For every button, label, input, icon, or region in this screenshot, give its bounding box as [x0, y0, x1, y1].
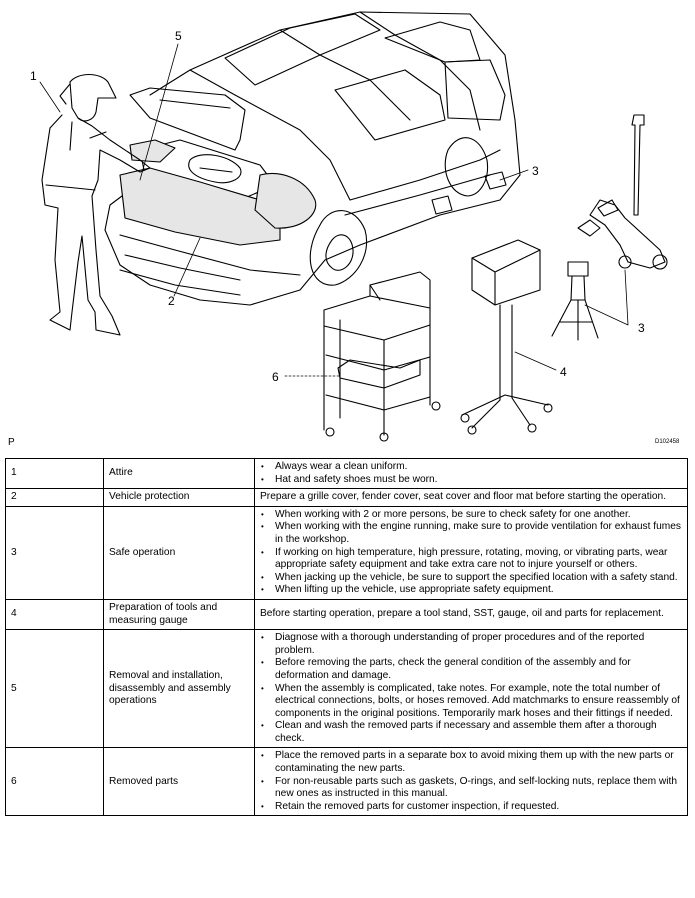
row-description: Diagnose with a thorough understanding o…: [254, 629, 688, 749]
callout-6: 6: [272, 370, 279, 384]
list-item: Before removing the parts, check the gen…: [261, 657, 682, 682]
row-description: Prepare a grille cover, fender cover, se…: [254, 488, 688, 507]
row-number: 6: [5, 747, 104, 817]
list-item: When the assembly is complicated, take n…: [261, 683, 682, 721]
callout-5: 5: [175, 29, 182, 43]
list-item: When lifting up the vehicle, use appropr…: [261, 584, 682, 597]
callout-3-jack: 3: [638, 321, 645, 335]
callout-3-chocks: 3: [532, 164, 539, 178]
safety-stand-drawing: [551, 261, 599, 341]
list-item: Clean and wash the removed parts if nece…: [261, 720, 682, 745]
figure-letter: P: [8, 437, 15, 448]
bullet-list: When working with 2 or more persons, be …: [260, 509, 682, 597]
row-topic: Vehicle protection: [103, 488, 255, 507]
list-item: If working on high temperature, high pre…: [261, 547, 682, 572]
callout-1: 1: [30, 69, 37, 83]
workshop-illustration: 1 2 3 3 4 5 6: [30, 11, 668, 442]
row-description: Always wear a clean uniform.Hat and safe…: [254, 457, 688, 490]
callout-2: 2: [168, 294, 175, 308]
row-number: 2: [5, 488, 104, 507]
row-description: Before starting operation, prepare a too…: [254, 598, 688, 631]
list-item: Place the removed parts in a separate bo…: [261, 750, 682, 775]
gauge-stand-drawing: [460, 239, 553, 435]
bullet-list: Place the removed parts in a separate bo…: [260, 750, 682, 813]
vehicle-drawing: [104, 11, 521, 306]
mechanic-drawing: [41, 73, 151, 336]
row-topic: Safe operation: [103, 505, 255, 600]
row-number: 5: [5, 629, 104, 749]
row-topic: Removed parts: [103, 747, 255, 817]
list-item: Hat and safety shoes must be worn.: [261, 474, 682, 487]
list-item: When working with the engine running, ma…: [261, 521, 682, 546]
table-row: 1AttireAlways wear a clean uniform.Hat a…: [5, 457, 688, 490]
row-topic: Preparation of tools and measuring gauge: [103, 598, 255, 631]
workshop-drawing: 1 2 3 3 4 5 6: [30, 11, 668, 442]
row-number: 1: [5, 457, 104, 490]
list-item: When working with 2 or more persons, be …: [261, 509, 682, 522]
bullet-list: Always wear a clean uniform.Hat and safe…: [260, 461, 682, 486]
figure-code: D102458: [655, 439, 680, 445]
list-item: For non-reusable parts such as gaskets, …: [261, 776, 682, 801]
tool-stand-drawing: [323, 271, 441, 442]
bullet-list: Diagnose with a thorough understanding o…: [260, 632, 682, 745]
list-item: Diagnose with a thorough understanding o…: [261, 632, 682, 657]
row-number: 3: [5, 505, 104, 600]
list-item: Retain the removed parts for customer in…: [261, 801, 682, 814]
list-item: Always wear a clean uniform.: [261, 461, 682, 474]
precautions-table: 1AttireAlways wear a clean uniform.Hat a…: [5, 457, 688, 817]
list-item: When jacking up the vehicle, be sure to …: [261, 572, 682, 585]
callout-4: 4: [560, 365, 567, 379]
row-topic: Attire: [103, 457, 255, 490]
floor-jack-drawing: [577, 114, 668, 270]
row-number: 4: [5, 598, 104, 631]
row-topic: Removal and installation, disassembly an…: [103, 629, 255, 749]
row-description: Place the removed parts in a separate bo…: [254, 747, 688, 817]
row-description: When working with 2 or more persons, be …: [254, 505, 688, 600]
